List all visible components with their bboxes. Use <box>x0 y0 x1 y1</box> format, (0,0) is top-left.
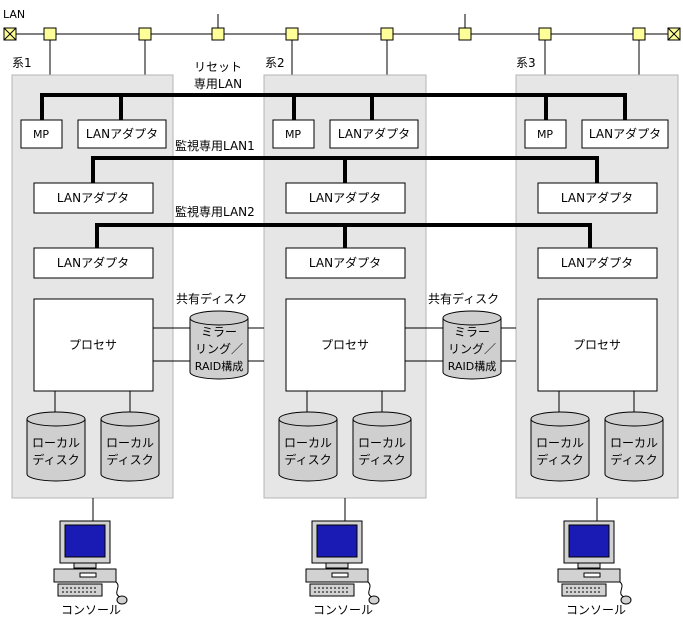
lan-adapter-label: LANアダプタ <box>589 126 661 141</box>
console-2: コンソール <box>305 498 380 617</box>
reset-lan: リセット 専用LAN <box>40 60 627 120</box>
shared-disk-label: 共有ディスク <box>428 291 499 306</box>
system-1-label: 系1 <box>12 56 32 70</box>
lan-node-icon <box>538 27 552 41</box>
processor-label: プロセサ <box>573 338 621 352</box>
lan-node-icon <box>380 27 394 41</box>
local-disk-label-line1: ローカル <box>358 436 406 450</box>
local-disk-icon: ローカル ディスク <box>604 411 664 482</box>
lan-adapter-box <box>329 119 419 149</box>
shared-disk-left: 共有ディスク ミラー リング／ RAID構成 <box>153 291 264 380</box>
mp-label: MP <box>537 128 553 141</box>
local-disk-label-line2: ディスク <box>32 452 79 467</box>
lan-adapter-box <box>285 247 406 279</box>
console-computer-icon <box>305 520 380 605</box>
mp-box <box>524 119 567 149</box>
local-disk-label-line2: ディスク <box>358 452 405 467</box>
shared-disk-icon: ミラー リング／ RAID構成 <box>442 310 502 380</box>
lan-adapter-box <box>77 119 167 149</box>
system-1-components: MP LANアダプタ LANアダプタ LANアダプタ プロセサ ローカル ディス… <box>20 119 167 482</box>
processor-label: プロセサ <box>69 338 117 352</box>
lan-adapter-label: LANアダプタ <box>57 190 129 205</box>
lan-adapter-box <box>33 182 154 214</box>
processor-box <box>537 298 658 392</box>
lan-adapter-box <box>537 247 658 279</box>
console-1: コンソール <box>53 498 128 617</box>
local-disk-label-line1: ローカル <box>32 436 80 450</box>
console-label: コンソール <box>313 603 373 617</box>
shared-disk-text-line3: RAID構成 <box>448 360 496 373</box>
local-disk-label-line2: ディスク <box>610 452 657 467</box>
shared-disk-text-line2: リング／ <box>195 342 243 356</box>
lan-adapter-box <box>285 182 406 214</box>
lan-adapter-label: LANアダプタ <box>338 126 410 141</box>
local-disk-label-line1: ローカル <box>610 436 658 450</box>
monitor-lan-2: 監視専用LAN2 <box>95 204 592 248</box>
monitor-lan2-label: 監視専用LAN2 <box>175 204 255 219</box>
lan-node-icon <box>43 27 57 41</box>
local-disk-label-line1: ローカル <box>536 436 584 450</box>
lan-node-icon <box>211 27 225 41</box>
shared-disk-text-line3: RAID構成 <box>195 360 243 373</box>
local-disk-icon: ローカル ディスク <box>100 411 160 482</box>
lan-adapter-label: LANアダプタ <box>561 190 633 205</box>
lan-node-icon <box>138 27 152 41</box>
mp-label: MP <box>33 128 49 141</box>
lan-adapter-box <box>537 182 658 214</box>
system-3-components: MP LANアダプタ LANアダプタ LANアダプタ プロセサ ローカル ディス… <box>524 119 669 482</box>
console-3: コンソール <box>557 498 632 617</box>
local-disk-label-line1: ローカル <box>284 436 332 450</box>
lan-adapter-label: LANアダプタ <box>86 126 158 141</box>
console-computer-icon <box>53 520 128 605</box>
system-2-label: 系2 <box>265 56 285 70</box>
monitor-lan-1: 監視専用LAN1 <box>91 138 599 183</box>
lan-adapter-label: LANアダプタ <box>57 255 129 270</box>
shared-disk-icon: ミラー リング／ RAID構成 <box>189 310 249 380</box>
console-label: コンソール <box>61 603 121 617</box>
shared-disk-text-line1: ミラー <box>201 325 237 339</box>
processor-label: プロセサ <box>321 338 369 352</box>
lan-adapter-label: LANアダプタ <box>561 255 633 270</box>
processor-box <box>285 298 406 392</box>
lan-adapter-label: LANアダプタ <box>309 190 381 205</box>
mp-box <box>20 119 63 149</box>
console-label: コンソール <box>566 603 626 617</box>
reset-lan-label-line1: リセット <box>194 60 242 74</box>
reset-lan-label-line2: 専用LAN <box>194 77 242 91</box>
mp-box <box>272 119 315 149</box>
local-disk-icon: ローカル ディスク <box>530 411 590 482</box>
local-disk-label-line2: ディスク <box>284 452 331 467</box>
shared-disk-label: 共有ディスク <box>176 291 247 306</box>
processor-box <box>33 298 154 392</box>
lan-node-icon <box>285 27 299 41</box>
local-disk-label-line2: ディスク <box>536 452 583 467</box>
shared-disk-text-line2: リング／ <box>448 342 496 356</box>
lan-backbone: LAN <box>3 8 681 75</box>
lan-terminator-left-icon <box>3 27 17 41</box>
shared-disk-text-line1: ミラー <box>454 325 490 339</box>
console-computer-icon <box>557 520 632 605</box>
monitor-lan1-label: 監視専用LAN1 <box>175 138 255 153</box>
lan-adapter-box <box>33 247 154 279</box>
local-disk-icon: ローカル ディスク <box>278 411 338 482</box>
lan-adapter-box <box>581 119 669 149</box>
lan-node-icon <box>632 27 646 41</box>
local-disk-label-line1: ローカル <box>106 436 154 450</box>
mp-label: MP <box>285 128 301 141</box>
lan-adapter-label: LANアダプタ <box>309 255 381 270</box>
local-disk-icon: ローカル ディスク <box>26 411 86 482</box>
system-3-label: 系3 <box>516 56 536 70</box>
lan-terminator-right-icon <box>667 27 681 41</box>
shared-disk-right: 共有ディスク ミラー リング／ RAID構成 <box>405 291 516 380</box>
lan-label: LAN <box>3 8 25 21</box>
system-2-components: MP LANアダプタ LANアダプタ LANアダプタ プロセサ ローカル ディス… <box>272 119 419 482</box>
local-disk-label-line2: ディスク <box>106 452 153 467</box>
lan-node-icon <box>458 27 472 41</box>
local-disk-icon: ローカル ディスク <box>352 411 412 482</box>
